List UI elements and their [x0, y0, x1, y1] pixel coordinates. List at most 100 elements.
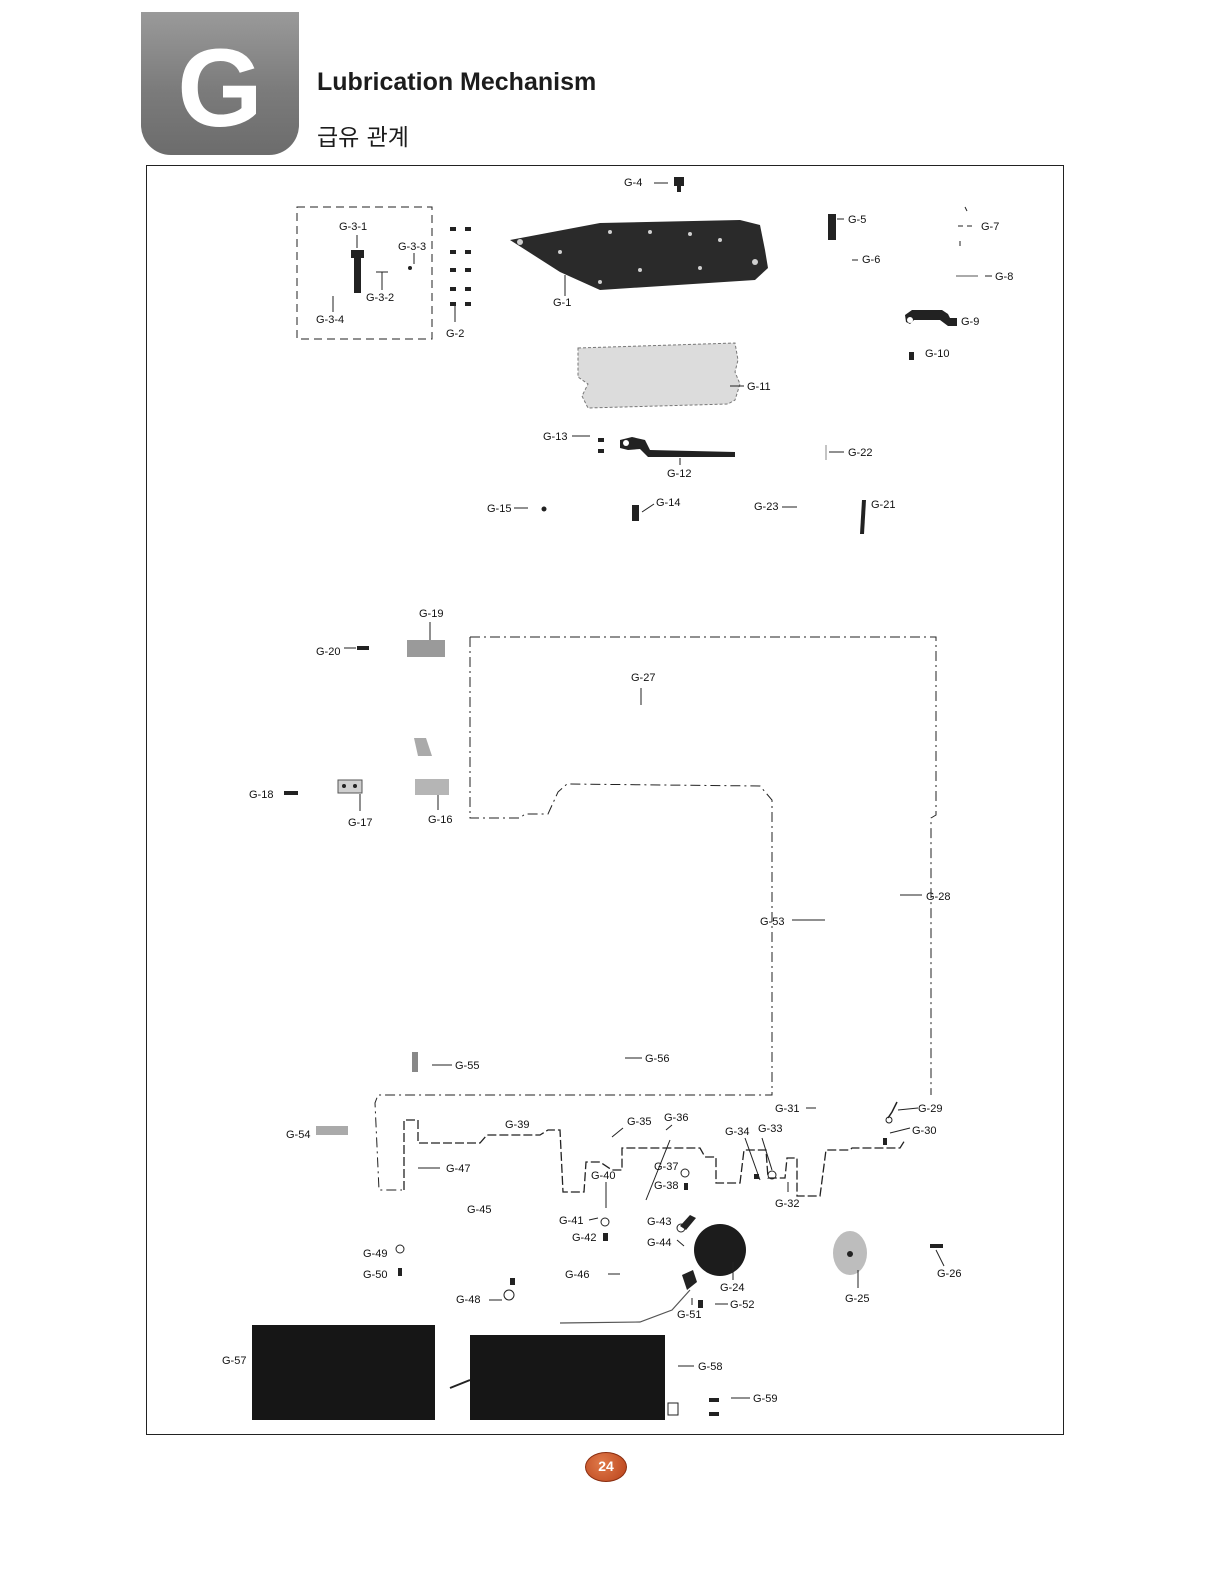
g4-part — [674, 177, 684, 186]
label-g13: G-13 — [543, 431, 567, 443]
label-g34: G-34 — [725, 1126, 749, 1138]
label-g47: G-47 — [446, 1163, 470, 1175]
section-letter: G — [177, 27, 263, 150]
label-g21: G-21 — [871, 499, 895, 511]
label-g56: G-56 — [645, 1053, 669, 1065]
label-g20: G-20 — [316, 646, 340, 658]
label-g12: G-12 — [667, 468, 691, 480]
label-g11: G-11 — [747, 381, 771, 393]
g18-part — [284, 791, 298, 795]
g3-1-screw — [354, 253, 361, 293]
label-g54: G-54 — [286, 1129, 310, 1141]
label-g2: G-2 — [446, 328, 464, 340]
label-g43: G-43 — [647, 1216, 671, 1228]
g57-oil-pan — [252, 1325, 435, 1420]
g3-group-box — [296, 206, 433, 340]
g9-part — [905, 310, 957, 326]
label-g42: G-42 — [572, 1232, 596, 1244]
g5-part — [828, 214, 836, 240]
page-number-badge: 24 — [585, 1452, 627, 1482]
label-g32: G-32 — [775, 1198, 799, 1210]
g14-part — [632, 505, 639, 521]
label-g49: G-49 — [363, 1248, 387, 1260]
label-g36: G-36 — [664, 1112, 688, 1124]
label-g33: G-33 — [758, 1123, 782, 1135]
label-g26: G-26 — [937, 1268, 961, 1280]
label-g40: G-40 — [591, 1170, 615, 1182]
oil-tube-outline — [403, 1119, 906, 1197]
g58-oil-tank — [470, 1335, 665, 1420]
label-g1: G-1 — [553, 297, 571, 309]
label-g31: G-31 — [775, 1103, 799, 1115]
label-g15: G-15 — [487, 503, 511, 515]
g17-part — [337, 779, 363, 794]
label-g53: G-53 — [760, 916, 784, 928]
label-g22: G-22 — [848, 447, 872, 459]
g29-part — [887, 1101, 898, 1119]
label-g41: G-41 — [559, 1215, 583, 1227]
g16-upper-part — [414, 738, 432, 756]
label-g18: G-18 — [249, 789, 273, 801]
label-g29: G-29 — [918, 1103, 942, 1115]
label-g3-4: G-3-4 — [316, 314, 344, 326]
label-g5: G-5 — [848, 214, 866, 226]
label-g55: G-55 — [455, 1060, 479, 1072]
label-g3-2: G-3-2 — [366, 292, 394, 304]
label-g50: G-50 — [363, 1269, 387, 1281]
label-g25: G-25 — [845, 1293, 869, 1305]
g2-screws — [450, 227, 471, 306]
g1-oil-plate — [510, 220, 768, 290]
g20-part — [357, 646, 369, 650]
label-g19: G-19 — [419, 608, 443, 620]
g10-part — [909, 352, 914, 360]
g11-gasket — [577, 342, 741, 409]
g55-part — [412, 1052, 418, 1072]
label-g24: G-24 — [720, 1282, 744, 1294]
g54-part — [316, 1126, 348, 1135]
diagram-frame — [146, 165, 1064, 1435]
label-g8: G-8 — [995, 271, 1013, 283]
g19-part — [407, 640, 445, 657]
label-g59: G-59 — [753, 1393, 777, 1405]
label-g6: G-6 — [862, 254, 880, 266]
label-g44: G-44 — [647, 1237, 671, 1249]
label-g27: G-27 — [631, 672, 655, 684]
g26-part — [930, 1244, 943, 1248]
page-number-oval — [585, 1452, 627, 1482]
label-g3-3: G-3-3 — [398, 241, 426, 253]
label-g30: G-30 — [912, 1125, 936, 1137]
label-g46: G-46 — [565, 1269, 589, 1281]
label-g51: G-51 — [677, 1309, 701, 1321]
label-g4: G-4 — [624, 177, 642, 189]
label-g38: G-38 — [654, 1180, 678, 1192]
label-g58: G-58 — [698, 1361, 722, 1373]
section-tab: G — [141, 12, 299, 155]
g16-part — [415, 779, 449, 795]
g15-part — [541, 506, 547, 512]
label-g45: G-45 — [467, 1204, 491, 1216]
section-title-english: Lubrication Mechanism — [317, 68, 597, 96]
label-g9: G-9 — [961, 316, 979, 328]
label-g3-1: G-3-1 — [339, 221, 367, 233]
label-g23: G-23 — [754, 501, 778, 513]
label-g14: G-14 — [656, 497, 680, 509]
label-g35: G-35 — [627, 1116, 651, 1128]
page-number: 24 — [598, 1458, 614, 1474]
label-g10: G-10 — [925, 348, 949, 360]
g27-bed-outline — [470, 636, 937, 1095]
g12-part — [620, 437, 735, 457]
label-g37: G-37 — [654, 1161, 678, 1173]
label-g48: G-48 — [456, 1294, 480, 1306]
label-g28: G-28 — [926, 891, 950, 903]
g21-part — [860, 500, 866, 534]
label-g52: G-52 — [730, 1299, 754, 1311]
label-g17: G-17 — [348, 817, 372, 829]
label-g39: G-39 — [505, 1119, 529, 1131]
label-g7: G-7 — [981, 221, 999, 233]
section-title-korean: 급유 관계 — [317, 125, 409, 151]
label-g16: G-16 — [428, 814, 452, 826]
g24-oil-pump — [694, 1224, 746, 1276]
g43-part — [680, 1215, 696, 1230]
label-g57: G-57 — [222, 1355, 246, 1367]
